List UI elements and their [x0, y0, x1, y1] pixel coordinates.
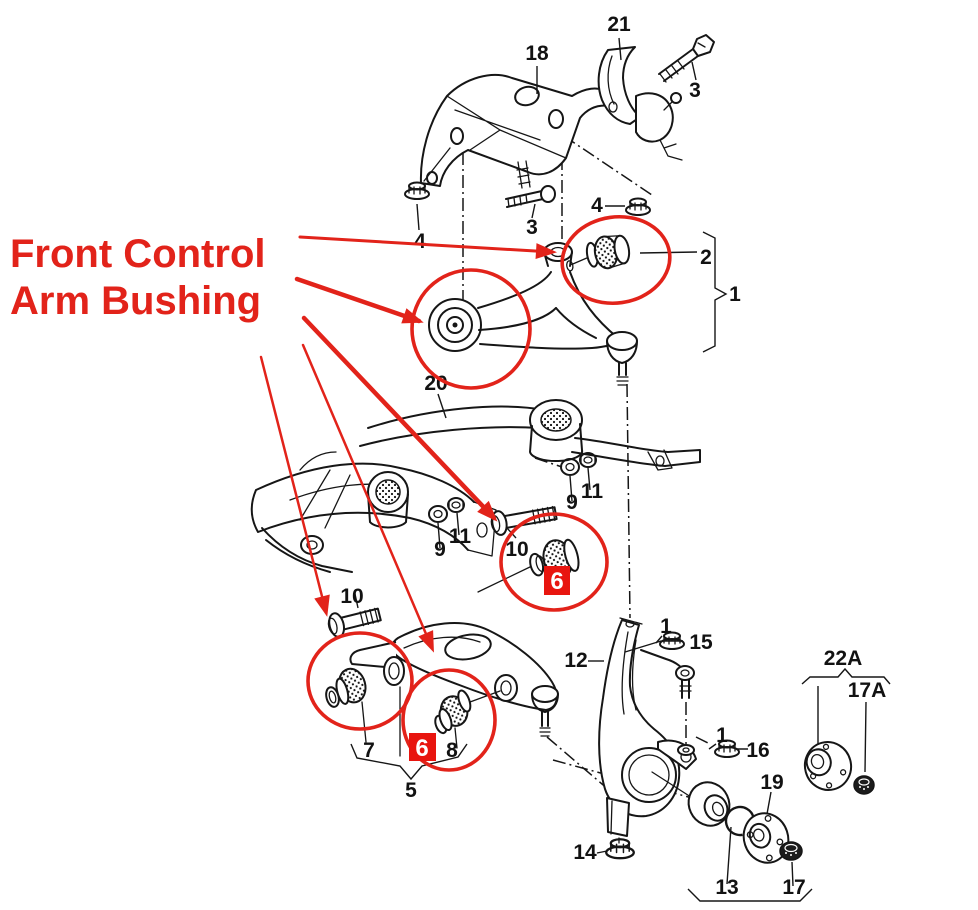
red-circle-bushing-7: [306, 631, 414, 731]
label-7: 7: [363, 739, 375, 762]
label-17: 17: [782, 876, 805, 899]
label-3-mid: 3: [526, 216, 538, 239]
label-4-left: 4: [414, 230, 426, 253]
label-15: 15: [689, 631, 713, 654]
red-arrow-to-bushing-2: [298, 235, 557, 260]
leader-nut4: [423, 147, 451, 182]
label-4-right: 4: [591, 194, 603, 217]
nut-4-left: [404, 181, 430, 200]
red-arrow-to-bushing-8: [301, 343, 434, 653]
bolt-3-mid: [505, 185, 556, 208]
label-14: 14: [573, 841, 597, 864]
nut-11-left: [447, 497, 465, 513]
label-18: 18: [525, 42, 549, 65]
bolt-10-left: [327, 607, 382, 638]
nut-17a: [853, 775, 875, 795]
bushing-8: [434, 689, 501, 749]
badge-6-upper-text: 6: [550, 568, 563, 595]
label-2: 2: [700, 246, 712, 269]
label-8: 8: [446, 739, 458, 762]
label-22a: 22A: [824, 647, 863, 670]
label-10-right: 10: [505, 538, 528, 561]
label-12: 12: [564, 649, 587, 672]
washer-9-left: [428, 505, 448, 523]
label-17a: 17A: [848, 679, 887, 702]
bolt-10-right: [490, 505, 558, 536]
red-circle-bushing-8: [401, 668, 497, 772]
red-badge-6-lower: 6: [409, 733, 436, 762]
nut-14: [605, 838, 635, 860]
label-5: 5: [405, 779, 417, 802]
hub-22a: [803, 741, 853, 791]
bracket-21: [597, 46, 683, 161]
nut-4-right: [625, 197, 651, 216]
label-10-left: 10: [340, 585, 363, 608]
part-labels: 18 21 3 4 4 3 2 1 20 11 9 11 9 10 10 12 …: [340, 13, 886, 899]
red-circle-bushing-2: [560, 214, 672, 306]
washer-9-right: [560, 458, 580, 476]
label-21: 21: [607, 13, 631, 36]
annotation-title-line1: Front Control: [10, 232, 266, 276]
wheel-bearing-13: [687, 781, 731, 827]
red-annotations: Front Control Arm Bushing 6 6: [10, 214, 672, 772]
red-arrow-to-upper-arm-bushing: [294, 276, 424, 324]
label-3-top: 3: [689, 79, 701, 102]
label-1: 1: [729, 283, 741, 306]
label-20: 20: [424, 372, 447, 395]
nut-17: [779, 841, 803, 861]
red-arrow-to-bushing-7: [259, 355, 330, 617]
label-1-at-16: 1: [716, 724, 728, 747]
label-11-left: 11: [449, 525, 472, 548]
subframe-20: [250, 399, 701, 573]
label-9-left: 9: [434, 538, 446, 561]
label-9-right: 9: [566, 491, 578, 514]
badge-6-lower-text: 6: [415, 735, 428, 762]
red-circle-bushing-6: [499, 512, 609, 612]
bolt-3-top: [658, 34, 715, 83]
red-circle-upper-arm-bushing: [410, 268, 532, 390]
upper-mount-bracket-18: [419, 73, 612, 189]
bushing-2: [566, 234, 631, 272]
knuckle-12: [598, 617, 697, 844]
annotation-title-line2: Arm Bushing: [10, 279, 261, 323]
label-16: 16: [746, 739, 769, 762]
label-13: 13: [715, 876, 738, 899]
bushing-7: [325, 656, 405, 757]
label-1-at-15: 1: [660, 615, 672, 638]
red-arrow-to-bushing-6: [301, 315, 498, 522]
label-11-right: 11: [581, 480, 604, 503]
label-19: 19: [760, 771, 783, 794]
leader-lines: [350, 37, 891, 902]
hub-19: [742, 812, 790, 864]
red-badge-6-upper: 6: [544, 566, 570, 595]
